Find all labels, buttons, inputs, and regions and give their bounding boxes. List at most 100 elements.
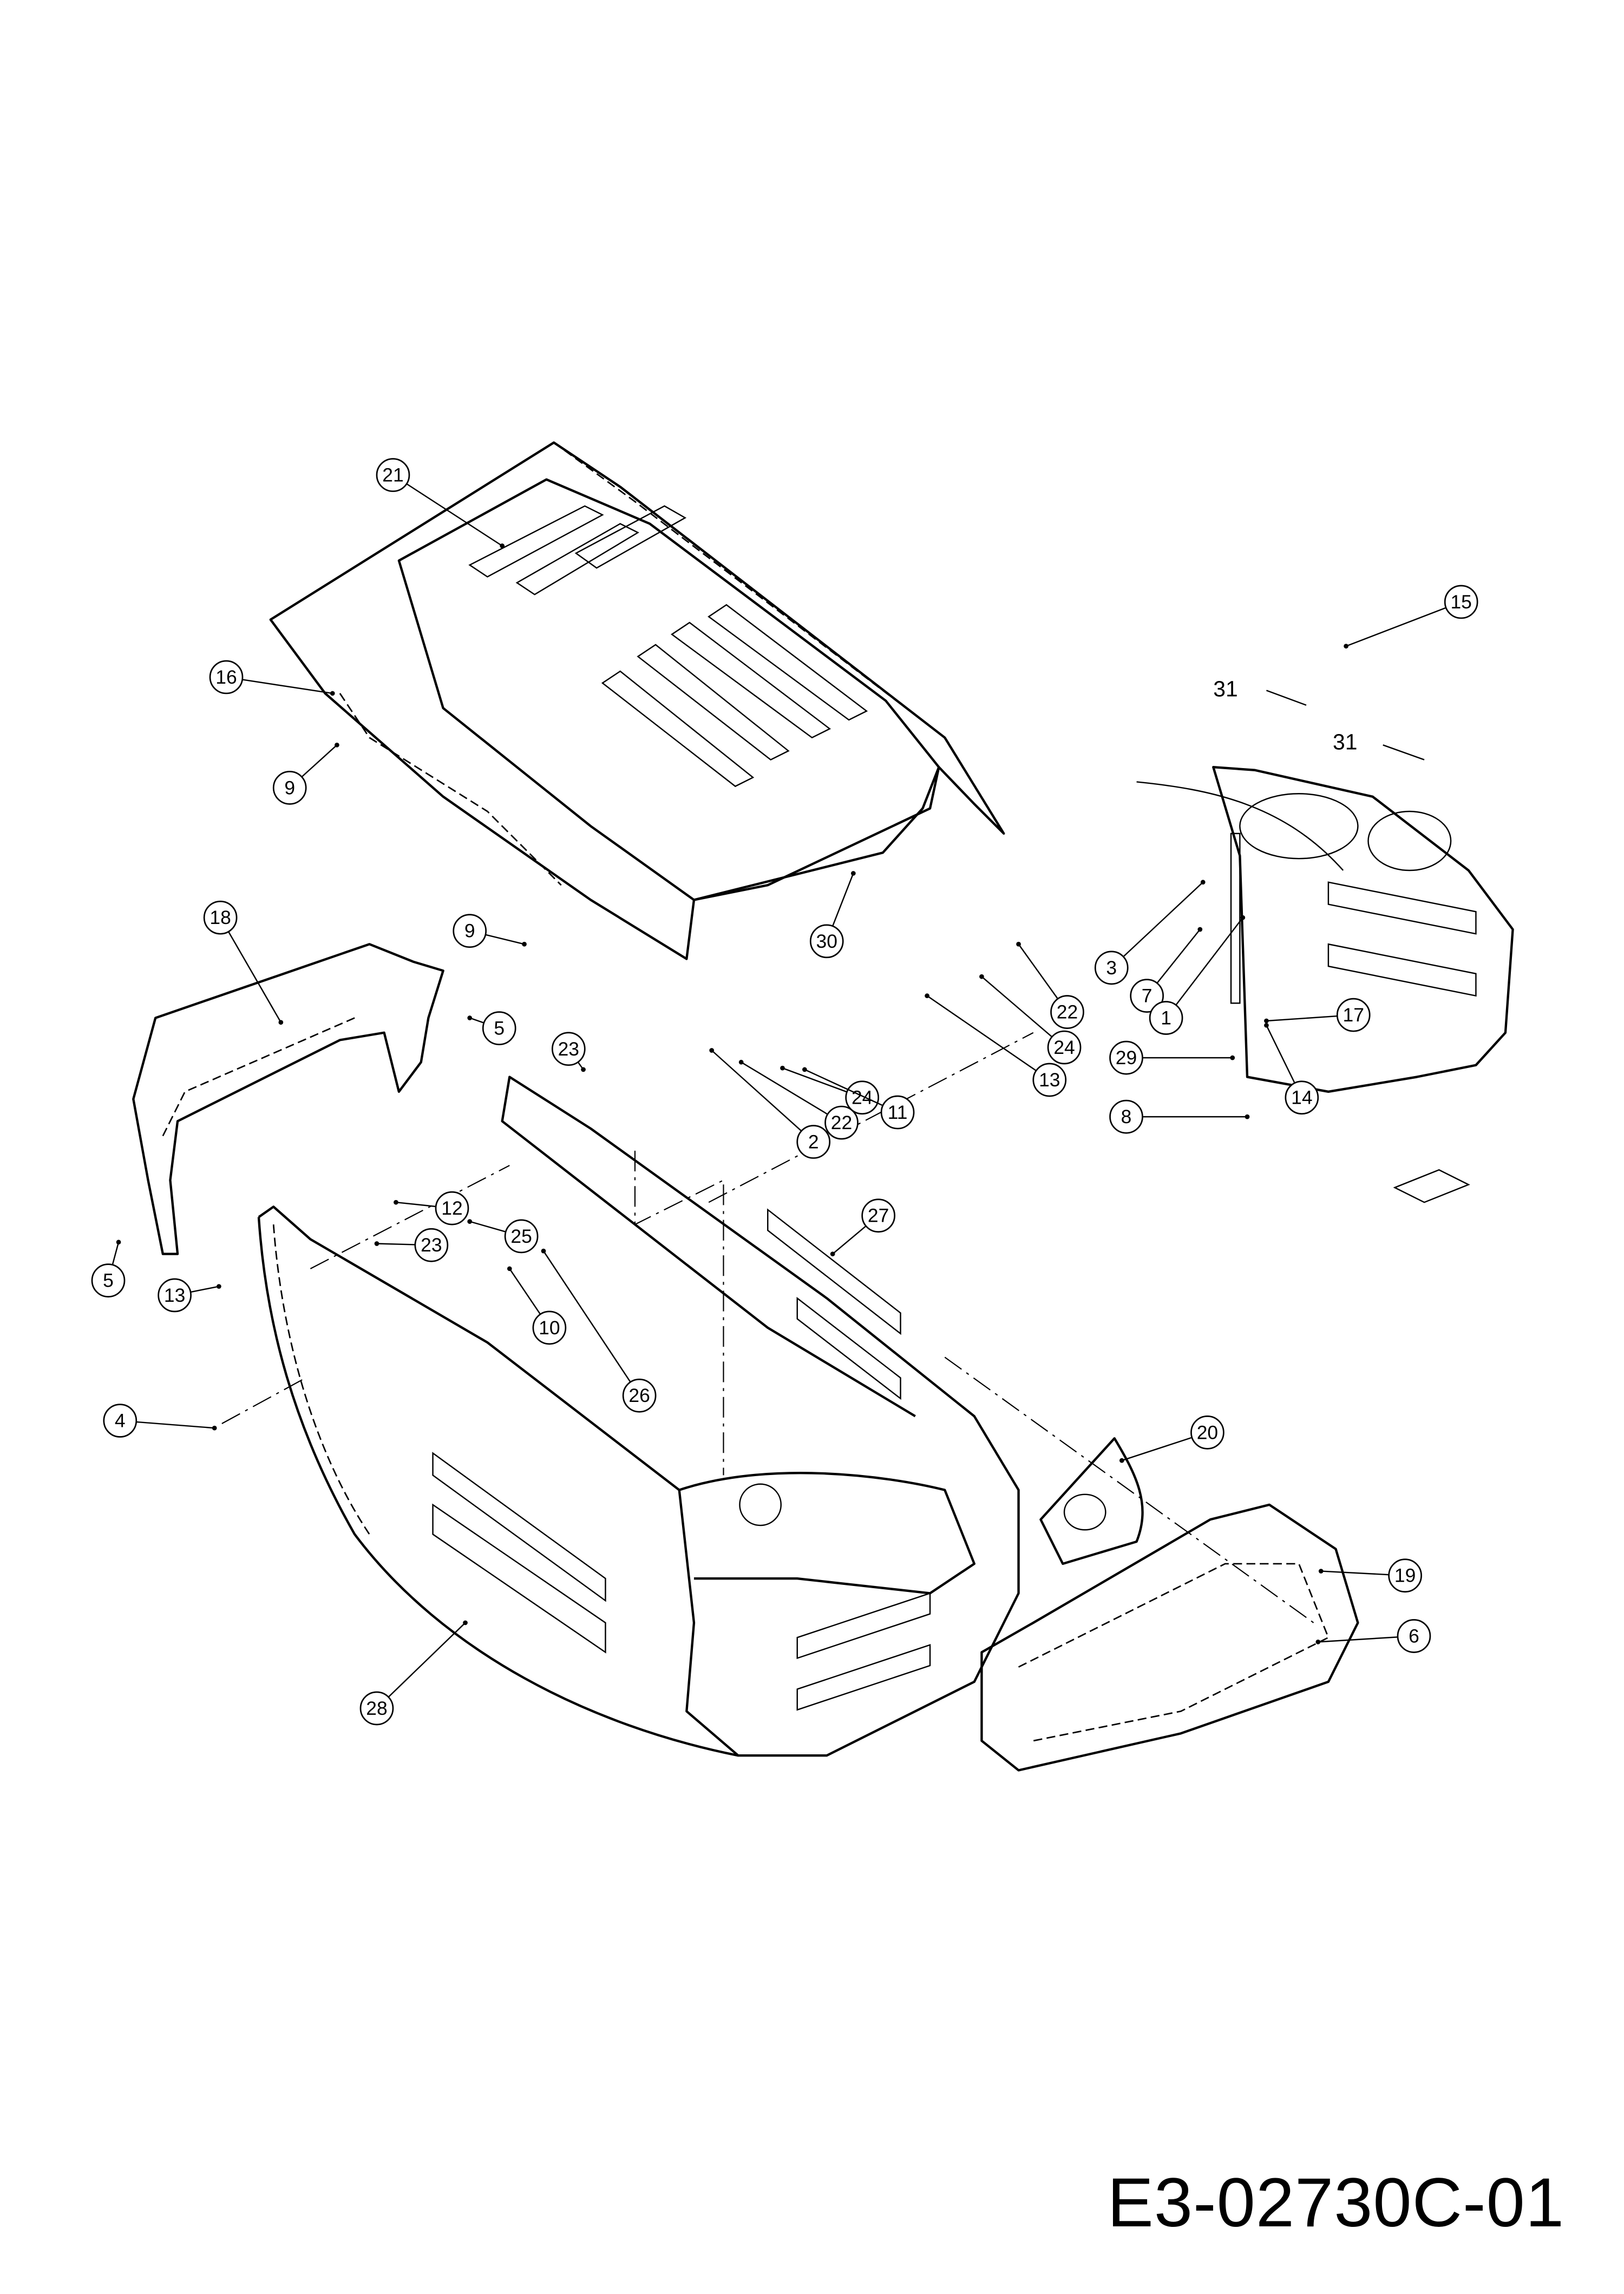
- callout-bubble: [1109, 1040, 1143, 1075]
- leader-line: [392, 474, 503, 547]
- callout-24: 24: [780, 1065, 880, 1115]
- callout-group: 2116991855231225231310264222241127302224…: [91, 458, 1478, 1726]
- callout-21: 21: [376, 458, 505, 548]
- arrowhead-icon: [709, 1048, 715, 1053]
- arrowhead-icon: [802, 1067, 807, 1072]
- callout-bubble: [532, 1310, 567, 1345]
- callout-2: 2: [709, 1048, 831, 1159]
- callout-bubble: [1130, 979, 1164, 1013]
- callout-bubble: [551, 1032, 586, 1066]
- leader-line: [226, 676, 333, 694]
- arrowhead-icon: [467, 1219, 473, 1224]
- arrowhead-icon: [1264, 1023, 1269, 1028]
- callout-9: 9: [453, 914, 527, 948]
- callout-11: 11: [802, 1067, 915, 1130]
- headlight-lens: [980, 1503, 1359, 1772]
- callout-number: 28: [366, 1697, 387, 1719]
- callout-bubble: [1032, 1063, 1067, 1097]
- callout-number: 3: [1106, 957, 1117, 979]
- arrowhead-icon: [335, 742, 339, 748]
- callout-number: 4: [115, 1410, 126, 1432]
- callout-10: 10: [507, 1266, 567, 1345]
- leader-line: [804, 1069, 898, 1113]
- callout-number: 19: [1394, 1565, 1416, 1587]
- callout-bubble: [1094, 951, 1129, 985]
- callout-bubble: [1149, 1001, 1183, 1035]
- leader-line: [926, 995, 1050, 1081]
- callout-number: 24: [852, 1087, 873, 1109]
- arrowhead-icon: [830, 1251, 835, 1256]
- callout-23: 23: [551, 1032, 586, 1072]
- hood-vent-slots: [468, 505, 868, 788]
- callout-15: 15: [1344, 585, 1478, 649]
- callout-number: 22: [1057, 1001, 1078, 1023]
- callout-bubble: [203, 900, 238, 935]
- callout-bubble: [1190, 1415, 1224, 1450]
- callout-27: 27: [830, 1198, 895, 1256]
- callout-25: 25: [467, 1219, 539, 1254]
- callout-number: 24: [1053, 1037, 1075, 1058]
- arrowhead-icon: [1315, 1640, 1321, 1644]
- callout-number: 14: [1291, 1087, 1312, 1109]
- callout-number: 1: [1161, 1007, 1171, 1029]
- callout-13: 13: [158, 1278, 221, 1313]
- callout-14: 14: [1264, 1023, 1319, 1115]
- callout-bubble: [622, 1378, 657, 1413]
- hood-bracket: [132, 943, 444, 1255]
- arrowhead-icon: [850, 871, 856, 876]
- callout-bubble: [376, 458, 410, 492]
- callout-1: 1: [1149, 915, 1246, 1035]
- callout-6: 6: [1315, 1619, 1431, 1653]
- arrowhead-icon: [780, 1065, 785, 1071]
- arrowhead-icon: [979, 974, 984, 979]
- arrowhead-icon: [541, 1248, 546, 1254]
- callout-16: 16: [209, 660, 335, 696]
- callout-31: 31: [1333, 730, 1425, 761]
- callout-3: 3: [1094, 880, 1206, 985]
- arrowhead-icon: [330, 691, 335, 696]
- arrowhead-icon: [925, 993, 929, 999]
- callout-bubble: [1285, 1080, 1319, 1115]
- arrowhead-icon: [467, 1015, 473, 1020]
- callout-number: 2: [808, 1131, 819, 1152]
- callout-number: 9: [464, 920, 475, 942]
- callout-label: 31: [1333, 730, 1357, 755]
- callout-7: 7: [1130, 927, 1203, 1013]
- callout-bubble: [435, 1191, 469, 1225]
- callout-5: 5: [467, 1011, 516, 1045]
- callout-bubble: [91, 1263, 126, 1297]
- callout-5: 5: [91, 1240, 126, 1297]
- callout-30: 30: [809, 871, 856, 959]
- callout-bubble: [1397, 1619, 1431, 1653]
- arrowhead-icon: [581, 1067, 586, 1072]
- callout-22: 22: [738, 1059, 859, 1140]
- callout-number: 7: [1142, 985, 1152, 1007]
- arrowhead-icon: [217, 1284, 221, 1289]
- callout-number: 27: [868, 1205, 889, 1227]
- callout-bubble: [158, 1278, 192, 1313]
- arrowhead-icon: [463, 1620, 468, 1626]
- callout-13: 13: [925, 993, 1067, 1097]
- callout-number: 10: [539, 1317, 560, 1339]
- callout-bubble: [824, 1105, 859, 1140]
- callout-number: 15: [1450, 591, 1471, 613]
- arrowhead-icon: [1119, 1458, 1124, 1463]
- arrowhead-icon: [1016, 941, 1021, 947]
- arrowhead-icon: [278, 1020, 284, 1025]
- arrowhead-icon: [738, 1059, 744, 1065]
- arrowhead-icon: [212, 1425, 217, 1431]
- leader-line: [711, 1050, 814, 1143]
- leader-line: [1346, 601, 1462, 647]
- callout-bubble: [809, 924, 844, 959]
- callout-bubble: [482, 1011, 516, 1045]
- callout-number: 20: [1197, 1421, 1218, 1443]
- assembly-lines: [221, 1032, 1314, 1623]
- callout-9: 9: [272, 742, 339, 805]
- callout-18: 18: [203, 900, 284, 1025]
- callout-number: 6: [1409, 1625, 1419, 1647]
- callout-number: 25: [510, 1225, 532, 1247]
- callout-12: 12: [394, 1191, 469, 1225]
- grille-insert: [1039, 1437, 1144, 1565]
- arrowhead-icon: [1230, 1055, 1235, 1060]
- drawing-number: E3-02730C-01: [1107, 2164, 1564, 2241]
